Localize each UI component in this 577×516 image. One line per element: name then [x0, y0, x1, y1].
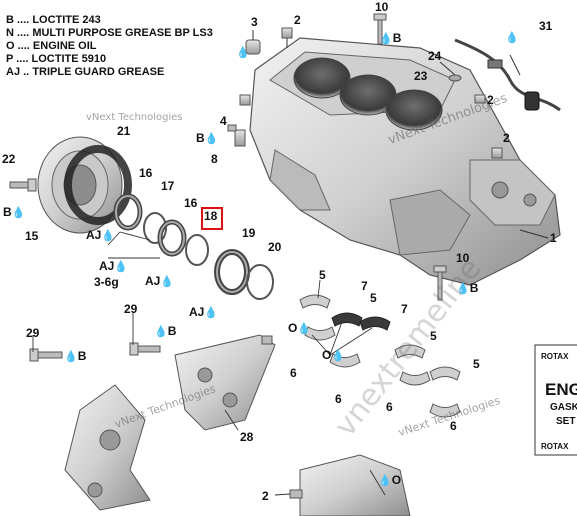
- part-28-bracket: [174, 334, 276, 431]
- loctite-b-label: B💧: [3, 205, 26, 219]
- rotax-subtitle: GASK: [550, 402, 577, 413]
- part-29-bolts: [29, 342, 161, 362]
- callout-10: 10: [375, 0, 389, 14]
- oil-o-label: 💧O: [378, 473, 402, 487]
- callout-5: 5: [430, 329, 437, 343]
- legend-row: O .... ENGINE OIL: [6, 40, 97, 52]
- callout-16: 16: [139, 166, 153, 180]
- part-10-bolt: [373, 13, 387, 45]
- rotax-subtitle: SET: [556, 416, 576, 427]
- grease-quantity: 3-6g: [94, 275, 119, 289]
- highlight-box: [201, 207, 223, 230]
- callout-29: 29: [124, 302, 138, 316]
- callout-8: 8: [211, 152, 218, 166]
- bearing-shells: [299, 294, 461, 418]
- callout-23: 23: [414, 69, 428, 83]
- oil-drop-label: 💧: [505, 31, 519, 44]
- callout-6: 6: [335, 392, 342, 406]
- grease-aj-label: AJ💧: [99, 259, 129, 273]
- callout-31: 31: [539, 19, 553, 33]
- callout-2: 2: [503, 131, 510, 145]
- callout-3: 3: [251, 15, 258, 29]
- grease-aj-label: AJ💧: [145, 274, 175, 288]
- legend-row: N .... MULTI PURPOSE GREASE BP LS3: [6, 27, 213, 39]
- callout-16: 16: [184, 196, 198, 210]
- loctite-b-label: 💧B: [456, 281, 479, 295]
- part-31-sensor: [454, 38, 561, 112]
- callout-20: 20: [268, 240, 282, 254]
- part-3-plug: [245, 30, 261, 55]
- callout-19: 19: [242, 226, 256, 240]
- grease-aj-label: AJ💧: [189, 305, 219, 319]
- callout-5: 5: [473, 357, 480, 371]
- engine-block: [249, 37, 561, 286]
- legend-row: P .... LOCTITE 5910: [6, 53, 107, 65]
- callout-29: 29: [26, 326, 40, 340]
- rotax-title: ENGI: [545, 380, 577, 399]
- callout-4: 4: [220, 114, 227, 128]
- oil-o-label: O💧: [322, 348, 346, 362]
- callout-18: 18: [204, 209, 218, 223]
- part-10-bolt-lower: [433, 265, 447, 301]
- legend-row: AJ .. TRIPLE GUARD GREASE: [6, 66, 165, 78]
- callout-10: 10: [456, 251, 470, 265]
- callout-2: 2: [294, 13, 301, 27]
- grease-aj-label: AJ💧: [86, 228, 116, 242]
- callout-1: 1: [550, 231, 557, 245]
- part-15-seal-housing: [37, 136, 132, 234]
- callout-2: 2: [487, 93, 494, 107]
- loctite-b-label: B💧: [196, 131, 219, 145]
- oil-drop-label: 💧: [236, 46, 250, 59]
- lubricant-legend: B .... LOCTITE 243 N .... MULTI PURPOSE …: [6, 14, 213, 79]
- callout-6: 6: [450, 419, 457, 433]
- watermark: vNext Technologies: [86, 112, 183, 123]
- rotax-logo: ROTAX: [541, 442, 569, 451]
- callout-17: 17: [161, 179, 175, 193]
- loctite-b-label: 💧B: [154, 324, 177, 338]
- callout-5: 5: [319, 268, 326, 282]
- callout-22: 22: [2, 152, 16, 166]
- callout-24: 24: [428, 49, 442, 63]
- legend-row: B .... LOCTITE 243: [6, 14, 101, 26]
- rotax-logo: ROTAX: [541, 352, 569, 361]
- oil-o-label: O💧: [288, 321, 312, 335]
- engine-mount: [64, 384, 151, 511]
- callout-2: 2: [262, 489, 269, 503]
- loctite-b-label: 💧B: [379, 31, 402, 45]
- callout-5: 5: [370, 291, 377, 305]
- callout-6: 6: [290, 366, 297, 380]
- callout-7: 7: [361, 279, 368, 293]
- callout-6: 6: [386, 400, 393, 414]
- loctite-b-label: 💧B: [64, 349, 87, 363]
- callout-21: 21: [117, 124, 131, 138]
- callout-15: 15: [25, 229, 39, 243]
- callout-7: 7: [401, 302, 408, 316]
- callout-28: 28: [240, 430, 254, 444]
